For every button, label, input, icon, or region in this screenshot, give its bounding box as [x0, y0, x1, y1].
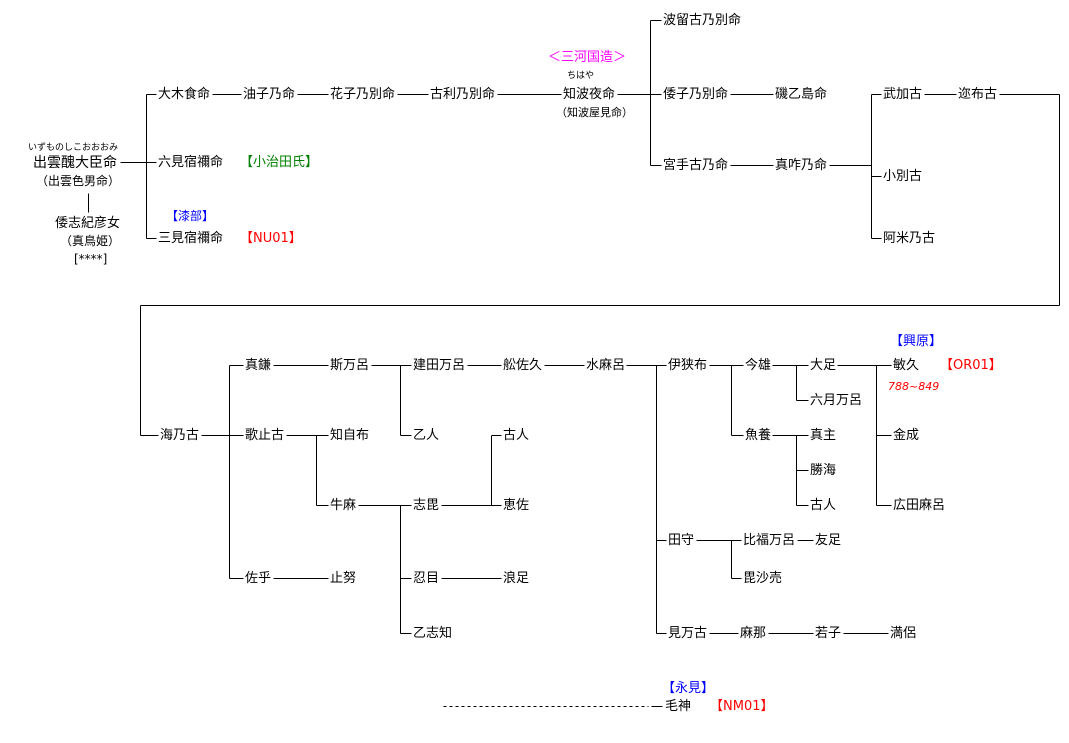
person-mukako: 武加古	[883, 86, 923, 102]
person-minazukimaro: 六月万呂	[810, 392, 863, 408]
label-mikawa-kokuzo: ＜三河国造＞	[548, 49, 627, 65]
person-furuhito-shibi: 古人	[503, 427, 530, 443]
person-manushi: 真主	[810, 427, 837, 443]
code-or01: 【OR01】	[940, 357, 1002, 373]
person-wakugo: 倭子乃別命	[663, 86, 729, 102]
person-shibi: 志毘	[413, 497, 440, 513]
person-sako: 佐乎	[245, 570, 272, 586]
person-namitari: 浪足	[503, 570, 530, 586]
person-kegami: 毛神	[665, 698, 692, 714]
person-yuko: 油子乃命	[243, 86, 296, 102]
person-hifukumaro: 比福万呂	[743, 532, 796, 548]
person-amenoko: 阿米乃古	[883, 230, 936, 246]
person-utako: 歌止古	[245, 427, 285, 443]
person-kowakeko: 小別古	[883, 168, 923, 184]
person-tonu: 止努	[330, 570, 357, 586]
person-kanenari: 金成	[893, 427, 920, 443]
person-hanako: 花子乃別命	[330, 86, 396, 102]
person-ushima: 牛麻	[330, 497, 357, 513]
person-mana: 麻那	[740, 625, 767, 641]
person-izumoshiko-omi: 出雲醜大臣命	[33, 155, 117, 171]
person-makui: 真咋乃命	[775, 157, 828, 173]
person-oshime: 忍目	[413, 570, 440, 586]
person-uokai: 魚養	[745, 427, 772, 443]
person-isafu: 伊狭布	[668, 357, 708, 373]
alias-matori-hime: （真鳥姫）	[60, 234, 121, 248]
label-oharida-clan: 【小治田氏】	[240, 154, 319, 170]
person-makama: 真鎌	[245, 357, 272, 373]
alias-chihayami: （知波屋見命）	[556, 105, 633, 119]
person-esa: 恵佐	[503, 497, 530, 513]
ruby-izumonoshiko: いずものしこおおおみ	[28, 142, 119, 153]
person-uminoko: 海乃古	[160, 427, 200, 443]
person-otoshichi: 乙志知	[413, 625, 453, 641]
person-wakako: 若子	[815, 625, 842, 641]
ruby-chihaya: ちはや	[567, 70, 595, 81]
dates-toshihisa: 788~849	[888, 379, 940, 393]
person-mimako: 見万古	[668, 625, 708, 641]
note-asterisks: [****]	[74, 252, 108, 266]
code-nu01: 【NU01】	[240, 230, 302, 246]
person-tatetamaro: 建田万呂	[413, 357, 466, 373]
person-furuhito-uokai: 古人	[810, 497, 837, 513]
code-nm01: 【NM01】	[710, 698, 774, 714]
person-tamori: 田守	[668, 532, 695, 548]
alias-izumo-shikoo: （出雲色男命）	[36, 174, 121, 188]
person-nifuko: 迩布古	[958, 86, 998, 102]
person-toshihisa: 敏久	[893, 357, 920, 373]
person-mitsumi-sukune: 三見宿禰命	[158, 230, 224, 246]
person-katsumi: 勝海	[810, 462, 837, 478]
person-mutsumi-sukune: 六見宿禰命	[158, 154, 224, 170]
person-iso-otoshima: 磯乙島命	[775, 86, 828, 102]
person-okikui: 大木食命	[158, 86, 211, 102]
person-yamatoshiki-hime: 倭志紀彦女	[55, 215, 121, 231]
person-shimaro: 斯万呂	[330, 357, 370, 373]
person-chijifu: 知自布	[330, 427, 370, 443]
label-nuribe: 【漆部】	[166, 209, 215, 223]
person-mizumaro: 水麻呂	[586, 357, 626, 373]
person-miyateko: 宮手古乃命	[663, 157, 729, 173]
person-chihaya: 知波夜命	[563, 86, 616, 102]
person-otari: 大足	[810, 357, 837, 373]
label-okihara: 【興原】	[890, 333, 943, 349]
label-nagami: 【永見】	[662, 680, 715, 696]
person-otohito: 乙人	[413, 427, 440, 443]
person-tomotari: 友足	[815, 532, 842, 548]
person-hirotamaro: 広田麻呂	[893, 497, 946, 513]
person-imao: 今雄	[745, 357, 772, 373]
person-funasaku: 舩佐久	[503, 357, 543, 373]
person-haruko: 波留古乃別命	[663, 12, 742, 28]
person-mitsuro: 満侶	[890, 625, 917, 641]
person-kori: 古利乃別命	[430, 86, 496, 102]
person-bisame: 毘沙売	[743, 570, 783, 586]
